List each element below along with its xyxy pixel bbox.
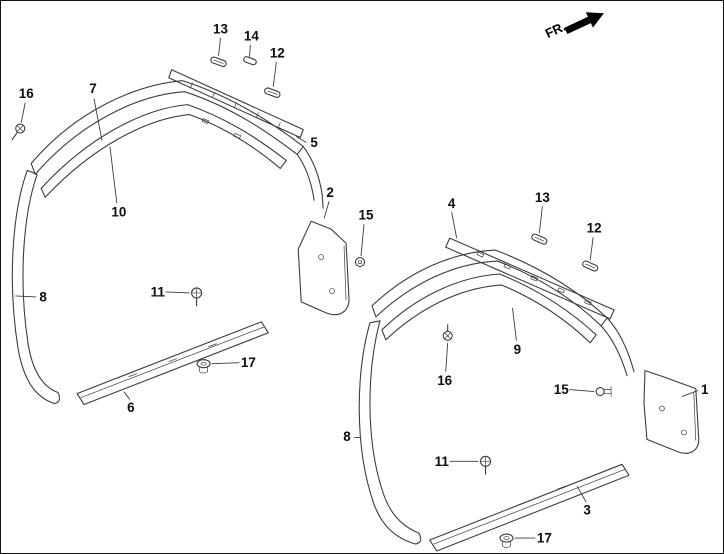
- callout-9: 9: [514, 342, 521, 357]
- grommet-15-left: [354, 257, 366, 268]
- front-arrow-shaft: [564, 16, 591, 35]
- callout-labels: 16 7 13 14 12 5 10 2 15 8 11 6 17 4 13 12 9 16 15 1 8 11 3 17: [19, 21, 709, 545]
- leader-line-12-right: [589, 237, 594, 261]
- leader-line-2: [323, 201, 330, 219]
- part-8-door-opening-seal-left: [11, 169, 60, 405]
- leader-line-11-left: [165, 291, 190, 294]
- grommet-17-right: [499, 533, 514, 548]
- leader-line-17-left: [211, 362, 240, 365]
- callout-2: 2: [326, 185, 333, 200]
- diagram-line-art: [11, 56, 700, 552]
- leader-line-16-left: [20, 102, 26, 123]
- callout-13-left: 13: [213, 21, 228, 36]
- callout-15-right: 15: [554, 382, 569, 397]
- part-3-sill-molding-right: [429, 463, 630, 552]
- part-9-roof-side-garnish-right: [371, 249, 635, 377]
- callout-17-left: 17: [241, 355, 256, 370]
- leader-line-10: [109, 146, 118, 204]
- leader-line-6: [123, 391, 131, 400]
- callout-14: 14: [244, 28, 259, 43]
- callout-5: 5: [310, 135, 318, 150]
- leader-line-13-right: [538, 206, 543, 234]
- pin-15-right: [595, 386, 612, 397]
- callout-17-right: 17: [537, 531, 552, 546]
- grommet-17-left: [196, 359, 211, 374]
- part-4-rail-molding-right: [445, 237, 615, 320]
- leader-line-3: [576, 486, 587, 503]
- clip-13-right: [531, 233, 548, 245]
- callout-15-left: 15: [359, 208, 374, 223]
- leader-line-8-left: [15, 295, 37, 298]
- front-direction-indicator: FR.: [543, 12, 604, 41]
- part-1-pillar-garnish-right: [643, 370, 700, 454]
- callout-8-left: 8: [39, 289, 47, 304]
- clip-14: [243, 56, 257, 66]
- callout-11-left: 11: [151, 284, 166, 299]
- callout-11-right: 11: [435, 454, 450, 469]
- leader-line-16-right: [445, 342, 449, 372]
- clip-13-left: [210, 56, 227, 68]
- callout-3: 3: [583, 503, 590, 518]
- front-arrow-head: [585, 12, 604, 28]
- callout-6: 6: [127, 400, 134, 415]
- clip-12-left: [264, 87, 281, 98]
- callout-12-left: 12: [270, 45, 285, 60]
- part-8-door-opening-seal-right: [358, 320, 422, 545]
- callout-16-right: 16: [437, 373, 452, 388]
- callout-7: 7: [89, 81, 96, 96]
- callout-leader-lines: [15, 37, 698, 539]
- clip-12-right: [582, 260, 599, 272]
- leader-line-9: [512, 307, 517, 341]
- callout-8-right: 8: [343, 429, 351, 444]
- leader-line-15-right: [569, 389, 595, 393]
- callout-13-right: 13: [535, 190, 550, 205]
- callout-10: 10: [111, 205, 126, 220]
- leader-line-12-left: [272, 61, 277, 87]
- leader-line-14: [248, 44, 251, 57]
- front-label: FR.: [543, 19, 568, 41]
- leader-line-13-left: [218, 37, 221, 56]
- part-6-sill-molding-left: [76, 321, 269, 406]
- callout-1: 1: [701, 382, 709, 397]
- clip-16-left: [11, 123, 26, 141]
- screw-11-left: [191, 287, 203, 307]
- leader-line-4: [451, 212, 458, 239]
- screw-11-right: [480, 455, 492, 475]
- bolt-16-right: [442, 324, 453, 341]
- leader-line-5: [296, 136, 307, 143]
- part-10-roof-side-garnish-left: [40, 104, 287, 198]
- front-arrow-icon: [564, 12, 604, 35]
- leader-line-1: [681, 390, 698, 397]
- callout-12-right: 12: [587, 221, 602, 236]
- callout-4: 4: [448, 196, 456, 211]
- callout-16-left: 16: [19, 86, 34, 101]
- part-2-pillar-garnish-left: [297, 220, 350, 316]
- part-7-roof-side-molding-left: [30, 80, 324, 209]
- leader-line-7: [93, 98, 103, 141]
- part-5-rail-molding-left: [168, 69, 304, 139]
- leader-line-15-left: [360, 224, 365, 257]
